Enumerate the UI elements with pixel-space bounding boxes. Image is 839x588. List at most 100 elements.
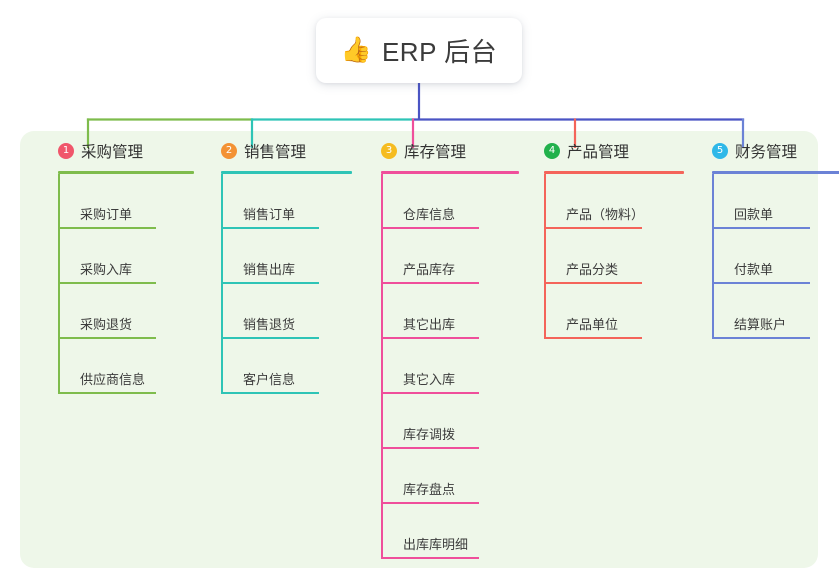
branch-column-2: 2 销售管理销售订单销售出库销售退货客户信息 xyxy=(205,131,368,394)
branch-header-4[interactable]: 4 产品管理 xyxy=(528,131,700,171)
branch-header-underline xyxy=(381,171,519,174)
branch-item-underline xyxy=(712,281,810,284)
root-node[interactable]: 👍 ERP 后台 xyxy=(316,18,522,83)
branch-title: 库存管理 xyxy=(404,144,467,161)
branch-item-label: 销售退货 xyxy=(243,317,296,333)
branch-item[interactable]: 其它入库 xyxy=(381,339,535,394)
branch-item-label: 产品分类 xyxy=(566,262,619,278)
branch-item-underline xyxy=(544,336,642,339)
branch-spine xyxy=(58,173,60,394)
branch-item[interactable]: 销售出库 xyxy=(221,229,368,284)
branch-item-underline xyxy=(221,391,319,394)
branch-item[interactable]: 客户信息 xyxy=(221,339,368,394)
branch-item-label: 付款单 xyxy=(734,262,774,278)
branch-item-label: 仓库信息 xyxy=(403,207,456,223)
branch-item[interactable]: 付款单 xyxy=(712,229,839,284)
branch-item-underline xyxy=(221,226,319,229)
branch-item-underline xyxy=(221,281,319,284)
branch-title: 销售管理 xyxy=(244,144,307,161)
branch-item-label: 采购订单 xyxy=(80,207,133,223)
branch-column-3: 3 库存管理仓库信息产品库存其它出库其它入库库存调拨库存盘点出库库明细 xyxy=(365,131,535,559)
branch-item-label: 产品库存 xyxy=(403,262,456,278)
branch-items: 销售订单销售出库销售退货客户信息 xyxy=(221,173,368,394)
branch-columns: 1 采购管理采购订单采购入库采购退货供应商信息 2 销售管理销售订单销售出库销售退货客… xyxy=(20,131,839,568)
branch-item-underline xyxy=(712,226,810,229)
branch-item-label: 产品单位 xyxy=(566,317,619,333)
branch-item-underline xyxy=(381,391,479,394)
branch-title: 采购管理 xyxy=(81,144,144,161)
branch-item-underline xyxy=(381,281,479,284)
branch-item[interactable]: 销售订单 xyxy=(221,174,368,229)
branch-item[interactable]: 采购订单 xyxy=(58,174,210,229)
branch-item[interactable]: 仓库信息 xyxy=(381,174,535,229)
branch-item[interactable]: 结算账户 xyxy=(712,284,839,339)
branch-item-underline xyxy=(381,226,479,229)
branch-item[interactable]: 出库库明细 xyxy=(381,504,535,559)
branch-header-underline xyxy=(544,171,684,174)
branch-item-label: 出库库明细 xyxy=(403,537,469,553)
branch-item-label: 其它入库 xyxy=(403,372,456,388)
branch-item-underline xyxy=(544,281,642,284)
branch-title: 产品管理 xyxy=(567,144,630,161)
branch-number-badge: 1 xyxy=(58,143,74,159)
branch-item[interactable]: 产品库存 xyxy=(381,229,535,284)
branch-number-badge: 3 xyxy=(381,143,397,159)
branch-header-underline xyxy=(712,171,839,174)
branch-items: 回款单付款单结算账户 xyxy=(712,173,839,339)
branch-item-label: 客户信息 xyxy=(243,372,296,388)
branch-item[interactable]: 采购入库 xyxy=(58,229,210,284)
branch-item-label: 库存调拨 xyxy=(403,427,456,443)
branch-item-underline xyxy=(381,336,479,339)
branch-item[interactable]: 销售退货 xyxy=(221,284,368,339)
thumbs-up-icon: 👍 xyxy=(340,36,372,64)
branch-items: 采购订单采购入库采购退货供应商信息 xyxy=(58,173,210,394)
branch-items: 产品（物料） 产品分类产品单位 xyxy=(544,173,700,339)
branch-header-underline xyxy=(58,171,194,174)
branch-header-underline xyxy=(221,171,352,174)
branch-item[interactable]: 其它出库 xyxy=(381,284,535,339)
branch-header-2[interactable]: 2 销售管理 xyxy=(205,131,368,171)
branch-item-underline xyxy=(58,226,156,229)
branch-item-label: 回款单 xyxy=(734,207,774,223)
branch-spine xyxy=(221,173,223,394)
branch-item-underline xyxy=(381,446,479,449)
branch-item[interactable]: 库存盘点 xyxy=(381,449,535,504)
branch-item[interactable]: 采购退货 xyxy=(58,284,210,339)
branch-column-1: 1 采购管理采购订单采购入库采购退货供应商信息 xyxy=(42,131,210,394)
branch-item-underline xyxy=(544,226,642,229)
branch-item-label: 供应商信息 xyxy=(80,372,146,388)
branch-item-underline xyxy=(58,281,156,284)
branch-item-label: 结算账户 xyxy=(734,317,787,333)
branch-header-1[interactable]: 1 采购管理 xyxy=(42,131,210,171)
branch-spine xyxy=(712,173,714,339)
branch-spine xyxy=(381,173,383,559)
branch-item[interactable]: 库存调拨 xyxy=(381,394,535,449)
branch-item-underline xyxy=(381,501,479,504)
root-node-title: ERP 后台 xyxy=(381,37,498,67)
branch-item-underline xyxy=(381,556,479,559)
branch-number-badge: 2 xyxy=(221,143,237,159)
branch-item[interactable]: 产品分类 xyxy=(544,229,700,284)
branch-item[interactable]: 供应商信息 xyxy=(58,339,210,394)
branch-item-label: 产品（物料） xyxy=(566,207,645,223)
branch-item-label: 销售出库 xyxy=(243,262,296,278)
branches-panel xyxy=(20,131,818,568)
branch-item[interactable]: 回款单 xyxy=(712,174,839,229)
branch-item-label: 销售订单 xyxy=(243,207,296,223)
branch-item-underline xyxy=(58,336,156,339)
branch-spine xyxy=(544,173,546,339)
branch-item-label: 库存盘点 xyxy=(403,482,456,498)
branch-number-badge: 4 xyxy=(544,143,560,159)
branch-items: 仓库信息产品库存其它出库其它入库库存调拨库存盘点出库库明细 xyxy=(381,173,535,559)
branch-item-label: 采购退货 xyxy=(80,317,133,333)
branch-item[interactable]: 产品单位 xyxy=(544,284,700,339)
branch-item-underline xyxy=(712,336,810,339)
branch-item-underline xyxy=(221,336,319,339)
branch-header-3[interactable]: 3 库存管理 xyxy=(365,131,535,171)
branch-column-4: 4 产品管理产品（物料） 产品分类产品单位 xyxy=(528,131,700,339)
branch-item-label: 采购入库 xyxy=(80,262,133,278)
branch-item[interactable]: 产品（物料） xyxy=(544,174,700,229)
